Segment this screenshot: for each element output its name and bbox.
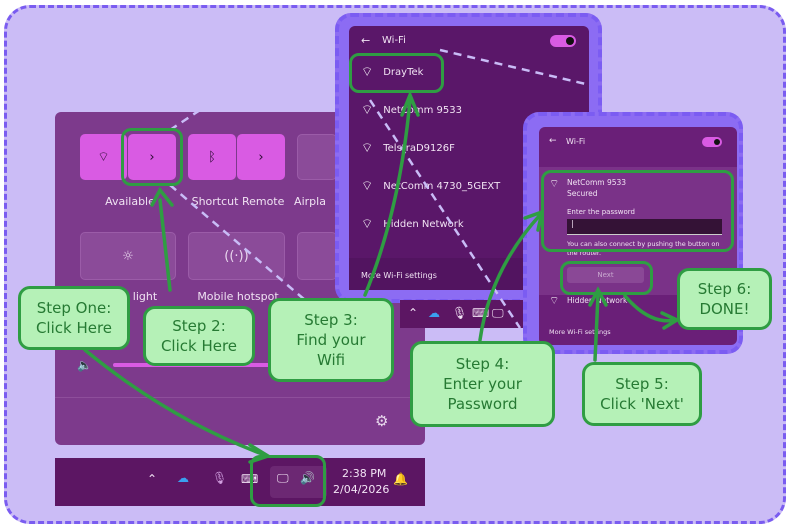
keyboard-icon[interactable]: ⌨: [241, 472, 259, 486]
highlight-password: [541, 170, 734, 252]
network-icon: 🖵: [277, 471, 289, 485]
back-arrow-icon[interactable]: ←: [549, 136, 557, 146]
callout-step2: Step 2:Click Here: [143, 306, 255, 366]
wps-hint: You can also connect by pushing the butt…: [567, 240, 720, 257]
clock-time[interactable]: 2:38 PM: [342, 467, 387, 480]
network-name: NetComm 9533: [567, 178, 627, 187]
microphone-icon[interactable]: 🎙: [452, 306, 468, 320]
arrow-step5: [593, 293, 600, 362]
bluetooth-icon: ᛒ: [208, 149, 216, 165]
onedrive-cloud-icon[interactable]: ☁: [177, 471, 189, 485]
wifi-lock-icon: ⌔: [361, 179, 374, 194]
onedrive-cloud-icon[interactable]: ☁: [428, 306, 440, 320]
mobile-hotspot-toggle[interactable]: ((·)): [188, 232, 285, 280]
more-wifi-settings-link[interactable]: More Wi-Fi settings: [549, 328, 611, 336]
network-name: DrayTek: [383, 66, 424, 78]
clock-date[interactable]: 2/04/2026: [333, 483, 390, 496]
callout-step6: Step 6:DONE!: [677, 268, 772, 330]
wifi-toggle-switch[interactable]: [702, 137, 722, 147]
wifi-expand-button[interactable]: ›: [128, 134, 176, 180]
next-button[interactable]: Next: [567, 267, 644, 283]
network-item[interactable]: ⌔ NetComm 4730_5GEXT: [361, 178, 500, 194]
taskbar: ⌃ ☁ 🎙 ⌨ 🖵 🔊 2:38 PM 2/04/2026 🔔: [55, 458, 425, 506]
arrow-step4: [478, 213, 542, 342]
tile-label: Shortcut Remote: [191, 195, 285, 208]
highlight-next: [560, 261, 653, 295]
tile-label: Mobile hotspot: [197, 290, 279, 303]
network-name: TelstraD9126F: [383, 142, 455, 154]
arrow-step6: [623, 294, 677, 323]
chevron-right-icon: ›: [149, 149, 155, 165]
volume-icon: 🔈: [77, 358, 92, 372]
wifi-lock-icon: ⌔: [549, 177, 560, 190]
chevron-right-icon: ›: [258, 149, 264, 165]
callout-step1: Step One:Click Here: [18, 286, 130, 350]
divider: [55, 397, 425, 398]
bluetooth-expand-button[interactable]: ›: [237, 134, 285, 180]
arrow-step3: [363, 98, 412, 297]
wifi-lock-icon: ⌔: [361, 141, 374, 156]
tile-label: Airpla: [294, 195, 326, 208]
network-status: Secured: [567, 189, 598, 198]
brightness-icon: ☼: [122, 248, 134, 264]
wifi-lock-icon: ⌔: [549, 294, 560, 307]
network-name: NetComm 4730_5GEXT: [383, 180, 501, 192]
night-light-toggle[interactable]: ☼: [80, 232, 176, 280]
chevron-up-icon[interactable]: ⌃: [147, 472, 158, 486]
network-volume-button[interactable]: [270, 466, 327, 498]
tile-label: Available: [105, 195, 155, 208]
settings-gear-icon[interactable]: ⚙: [375, 412, 389, 430]
notification-bell-icon[interactable]: 🔔: [393, 472, 408, 486]
wifi-toggle-switch[interactable]: [550, 35, 576, 47]
arrow-step2: [158, 198, 172, 292]
bluetooth-toggle[interactable]: ᛒ: [188, 134, 236, 180]
network-item[interactable]: ⌔ NetComm 9533: [361, 102, 462, 118]
microphone-icon[interactable]: 🎙: [212, 471, 228, 485]
network-item[interactable]: ⌔ Hidden Network: [361, 216, 464, 232]
wifi-icon: ⌔: [97, 150, 110, 165]
network-icon[interactable]: 🖵: [492, 306, 504, 320]
highlight-network-tray: [250, 455, 326, 507]
wifi-lock-icon: ⌔: [361, 217, 374, 232]
highlight-draytek: [349, 53, 444, 93]
speaker-icon: 🔊: [300, 471, 315, 485]
airplane-toggle[interactable]: [297, 134, 337, 180]
wifi-lock-icon: ⌔: [361, 65, 374, 80]
network-name: NetComm 9533: [383, 104, 462, 116]
network-item[interactable]: ⌔ TelstraD9126F: [361, 140, 455, 156]
wifi-toggle[interactable]: ⌔: [80, 134, 127, 180]
callout-step5: Step 5:Click 'Next': [582, 362, 702, 426]
wifi-lock-icon: ⌔: [361, 103, 374, 118]
accessibility-toggle[interactable]: [297, 232, 337, 280]
password-input[interactable]: |: [567, 219, 722, 235]
tile-label: light: [132, 290, 158, 303]
chevron-up-icon[interactable]: ⌃: [408, 306, 419, 320]
arrow-step1: [83, 348, 267, 457]
panel-title: Wi-Fi: [382, 35, 406, 46]
panel-title: Wi-Fi: [566, 137, 586, 146]
network-item[interactable]: ⌔ DrayTek: [361, 64, 423, 80]
network-name: Hidden Network: [383, 218, 464, 230]
password-label: Enter the password: [567, 208, 635, 216]
more-wifi-settings-link[interactable]: More Wi-Fi settings: [361, 271, 437, 280]
highlight-wifi-expand: [121, 128, 183, 186]
taskbar-crop: ⌃ ☁ 🎙 ⌨ 🖵: [400, 300, 530, 328]
back-arrow-icon[interactable]: ←: [361, 34, 371, 47]
hotspot-icon: ((·)): [224, 248, 249, 264]
